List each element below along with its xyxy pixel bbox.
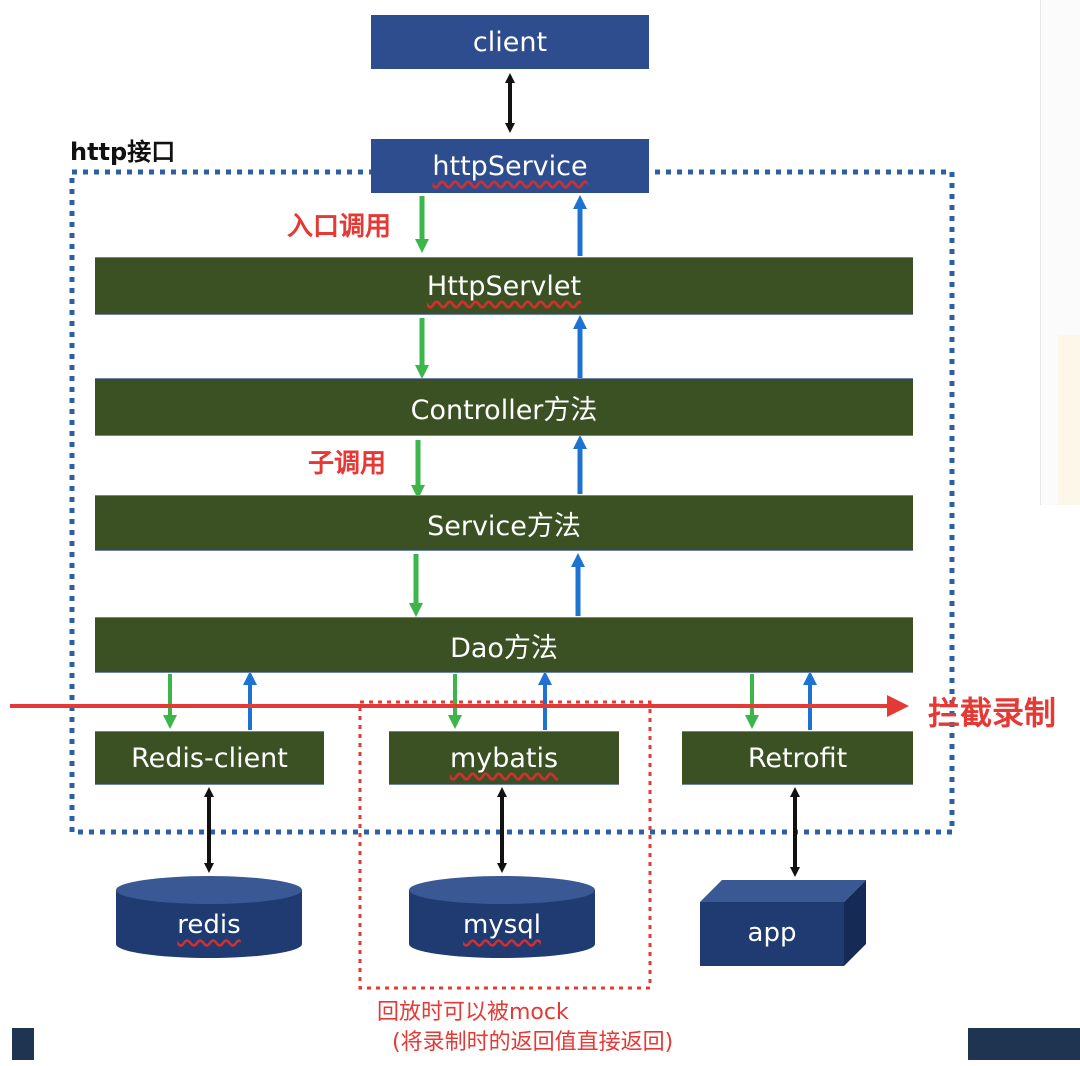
redis-cylinder	[116, 876, 302, 958]
dao-label: Dao方法	[450, 632, 558, 664]
bottom-left-bar	[12, 1028, 34, 1060]
client-box: client	[371, 15, 649, 69]
service-label: Service方法	[427, 510, 581, 542]
service-box: Service方法	[95, 495, 913, 551]
retrofit-label: Retrofit	[747, 742, 848, 774]
mysql-cylinder	[409, 876, 595, 958]
retrofit-box: Retrofit	[682, 731, 913, 785]
app-cube	[700, 880, 866, 966]
app-label: app	[747, 918, 797, 948]
entry-call-label: 入口调用	[287, 212, 392, 242]
side-panel-highlight	[1058, 335, 1080, 505]
mysql-label: mysql	[463, 910, 541, 940]
intercept-record-label: 拦截录制	[928, 694, 1057, 732]
controller-label: Controller方法	[410, 394, 598, 426]
client-label: client	[472, 26, 548, 58]
http-interface-label: http接口	[70, 138, 176, 166]
redis-client-label: Redis-client	[131, 742, 288, 774]
controller-box: Controller方法	[95, 378, 913, 436]
mybatis-label: mybatis	[449, 742, 559, 774]
mock-note-line2: (将录制时的返回值直接返回)	[392, 1030, 674, 1055]
mock-region-border	[358, 700, 652, 990]
httpservlet-label: HttpServlet	[426, 270, 582, 302]
redis-label: redis	[177, 910, 241, 940]
bottom-right-bar	[968, 1028, 1080, 1060]
dao-box: Dao方法	[95, 617, 913, 673]
mybatis-box: mybatis	[389, 731, 619, 785]
sub-call-label: 子调用	[308, 449, 387, 479]
httpservlet-box: HttpServlet	[95, 257, 913, 315]
httpservice-label: httpService	[432, 150, 588, 182]
redis-client-box: Redis-client	[95, 731, 324, 785]
mock-note-line1: 回放时可以被mock	[377, 1000, 569, 1025]
httpservice-box: httpService	[371, 139, 649, 193]
